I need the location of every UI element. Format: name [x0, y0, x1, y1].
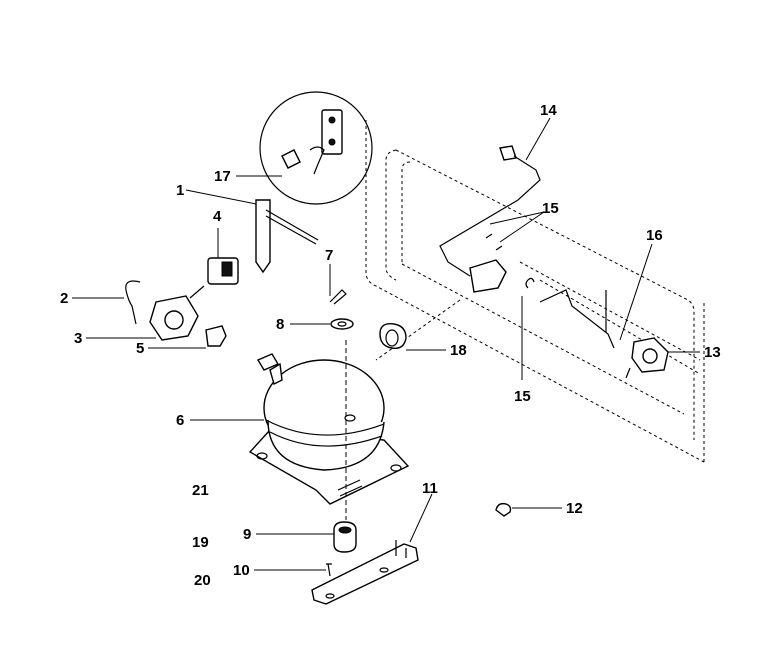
part-6-compressor	[248, 340, 410, 520]
part-3-relay	[149, 285, 205, 341]
callout-15b: 15	[514, 388, 531, 405]
callout-15a: 15	[542, 200, 559, 217]
callout-13: 13	[704, 344, 721, 361]
callout-8: 8	[276, 316, 284, 333]
callout-5: 5	[136, 340, 144, 357]
callout-7: 7	[325, 247, 333, 264]
part-8-washer	[330, 318, 354, 330]
part-5-clip	[205, 325, 227, 347]
callout-12: 12	[566, 500, 583, 517]
callout-6: 6	[176, 412, 184, 429]
callout-3: 3	[74, 330, 82, 347]
part-15-screws	[485, 233, 535, 289]
callout-1: 1	[176, 182, 184, 199]
callout-17: 17	[214, 168, 231, 185]
callout-10: 10	[233, 562, 250, 579]
detail-inset	[259, 91, 373, 205]
part-18-grommet	[379, 323, 407, 349]
part-1-tube	[255, 199, 319, 274]
cabinet-outline	[365, 120, 705, 463]
callout-18: 18	[450, 342, 467, 359]
callout-2: 2	[60, 290, 68, 307]
callout-21: 21	[192, 482, 209, 499]
part-7-clip	[329, 289, 347, 305]
part-11-base-rail	[311, 540, 419, 605]
callout-19: 19	[192, 534, 209, 551]
leader-lines	[72, 117, 700, 571]
part-12-clip	[495, 502, 512, 517]
part-2-wire	[125, 280, 141, 325]
part-4-overload	[207, 257, 239, 285]
callout-14: 14	[540, 102, 557, 119]
callout-16: 16	[646, 227, 663, 244]
part-13-thermostat	[625, 337, 669, 379]
callout-9: 9	[243, 526, 251, 543]
part-9-grommet	[333, 521, 357, 553]
part-14-harness	[439, 145, 541, 293]
callout-11: 11	[422, 480, 438, 497]
callout-4: 4	[213, 208, 222, 225]
callout-labels: 1 2 3 4 5 6 7 8 9 10 11 12 13 14 15 15 1…	[60, 102, 721, 589]
part-10-pin	[326, 563, 332, 577]
part-16-harness	[539, 289, 615, 349]
callout-20: 20	[194, 572, 211, 589]
